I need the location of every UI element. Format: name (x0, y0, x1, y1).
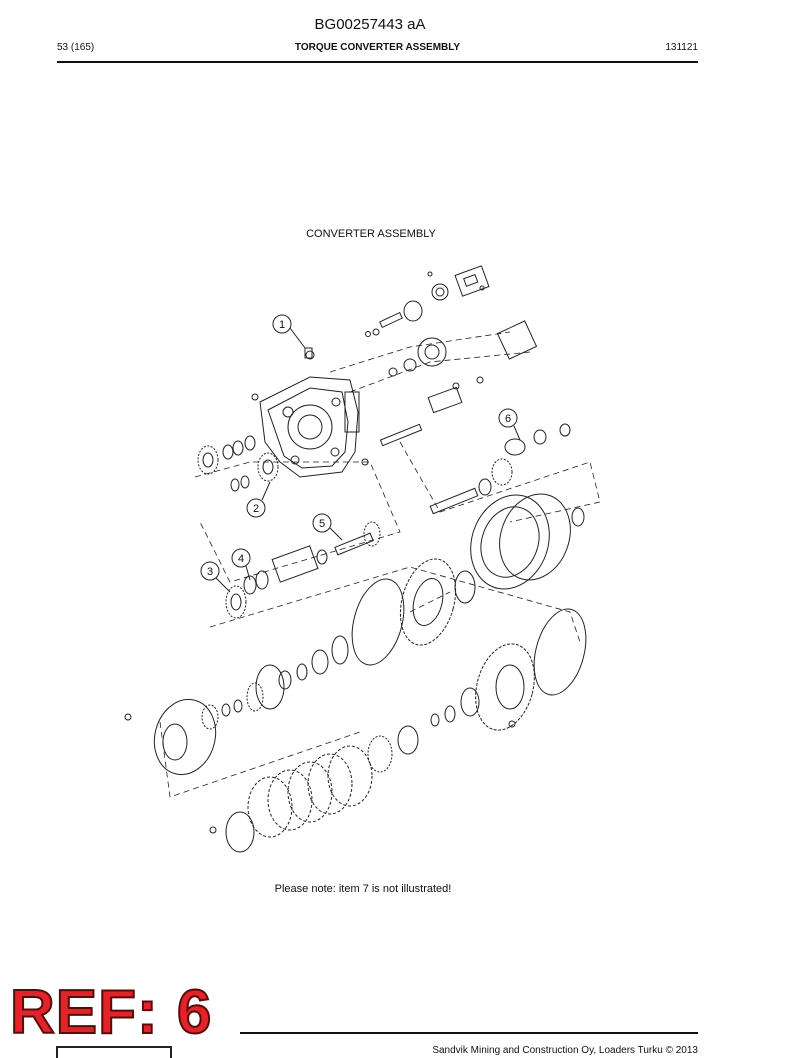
assembly-guide-lines (159, 331, 601, 798)
callout-4: 4 (231, 548, 251, 581)
callout-4-label: 4 (238, 553, 244, 565)
callout-3: 3 (200, 561, 231, 593)
header-divider (57, 61, 698, 63)
ref-stamp: REF: 6 (9, 978, 213, 1047)
footer-divider (240, 1032, 698, 1034)
converter-housing (251, 376, 369, 478)
callout-6: 6 (498, 408, 521, 441)
clutch-disc-pack (225, 745, 373, 853)
callout-5-label: 5 (319, 518, 325, 530)
figure-title: CONVERTER ASSEMBLY (306, 228, 436, 240)
top-pump-parts (304, 265, 538, 377)
callout-2-label: 2 (253, 503, 259, 515)
callout-1-label: 1 (279, 319, 285, 331)
turbine-and-rings (331, 493, 587, 696)
section-title: TORQUE CONVERTER ASSEMBLY (294, 42, 461, 53)
page-label: 53 (165) (57, 42, 95, 53)
callout-5: 5 (312, 513, 343, 541)
exploded-view-drawing: 1 2 3 4 5 6 (124, 265, 601, 853)
output-shaft-assembly (225, 521, 381, 619)
callout-6-label: 6 (505, 413, 511, 425)
page-header: 53 (165) TORQUE CONVERTER ASSEMBLY 13112… (57, 42, 698, 58)
footer-logo (56, 1046, 172, 1058)
footer-copyright: Sandvik Mining and Construction Oy, Load… (432, 1045, 698, 1056)
revision-code: 131121 (665, 42, 698, 53)
left-gear-stack (197, 435, 279, 492)
callout-2: 2 (246, 481, 271, 518)
figure-note: Please note: item 7 is not illustrated! (274, 883, 452, 895)
input-shafts (379, 376, 571, 515)
callout-3-label: 3 (207, 566, 213, 578)
impeller-assembly (124, 643, 535, 834)
callout-1: 1 (272, 314, 306, 349)
document-id: BG00257443 aA (314, 16, 426, 33)
